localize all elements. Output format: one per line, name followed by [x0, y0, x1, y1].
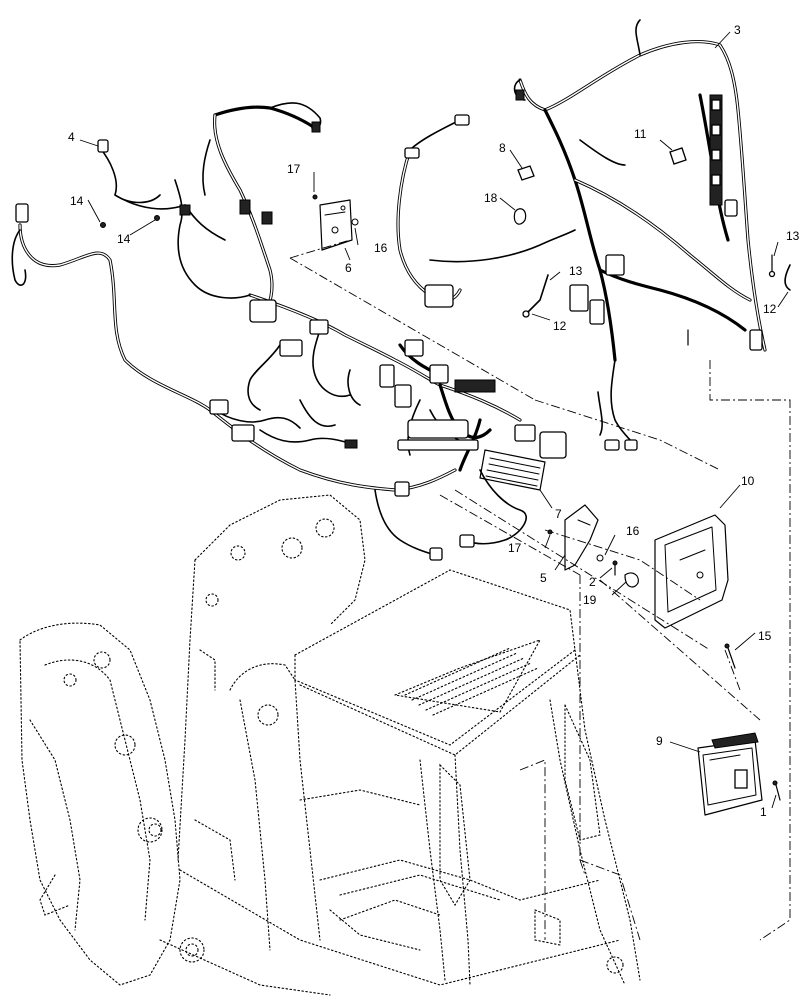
callout-11: 11 — [634, 127, 647, 141]
fasteners — [100, 194, 604, 562]
assembly-reference-lines — [289, 239, 791, 941]
callout-6: 6 — [345, 261, 352, 275]
main-harness — [18, 105, 522, 492]
controller-bracket-part-10 — [654, 514, 729, 629]
callout-19: 19 — [583, 593, 597, 607]
callout-1: 1 — [760, 805, 767, 819]
ground-wire-part-13-center — [522, 274, 549, 318]
callout-9: 9 — [656, 734, 663, 748]
callout-18: 18 — [484, 191, 498, 205]
screw-part-1 — [772, 780, 781, 801]
roof-harness — [396, 114, 576, 308]
bracket-part-5 — [564, 504, 599, 571]
clip-part-18 — [513, 208, 527, 225]
screw-part-13-right — [768, 254, 776, 278]
callout-14-right: 14 — [117, 232, 131, 246]
callout-3: 3 — [734, 23, 741, 37]
callout-labels: 1 2 3 4 5 6 7 8 9 10 11 12 12 13 13 14 1… — [68, 23, 800, 819]
cab-harness — [513, 19, 767, 446]
callout-12-right: 12 — [763, 302, 777, 316]
callout-17-top: 17 — [287, 162, 301, 176]
controller-module-part-9 — [697, 732, 763, 816]
callout-7: 7 — [555, 507, 562, 521]
fuse-relay-label — [479, 449, 546, 491]
branch-wires — [11, 102, 527, 556]
callout-10: 10 — [741, 474, 755, 488]
ground-strap-part-12-right — [784, 264, 791, 291]
callout-8: 8 — [499, 141, 506, 155]
callout-2: 2 — [589, 575, 596, 589]
screw-part-15 — [724, 643, 736, 669]
screw-part-2 — [612, 560, 618, 576]
callout-12-center: 12 — [553, 319, 567, 333]
callout-13-right: 13 — [786, 229, 800, 243]
roof-vent-grid — [404, 647, 539, 716]
clip-part-19 — [624, 572, 639, 588]
main-harness-connectors — [15, 121, 567, 561]
cab-harness-connectors — [515, 89, 763, 451]
relay-part-11 — [669, 147, 687, 165]
callout-13-center: 13 — [569, 264, 583, 278]
callout-leaders — [79, 31, 789, 809]
callout-4: 4 — [68, 130, 75, 144]
callout-5: 5 — [540, 571, 547, 585]
cab-frame — [19, 494, 641, 996]
connector-part-8 — [517, 165, 535, 181]
callout-16-top: 16 — [374, 241, 388, 255]
callout-17-lower: 17 — [508, 541, 522, 555]
callout-14-left: 14 — [70, 194, 84, 208]
callout-16-lower: 16 — [626, 524, 640, 538]
callout-15: 15 — [758, 629, 772, 643]
bracket-part-6 — [319, 199, 353, 251]
